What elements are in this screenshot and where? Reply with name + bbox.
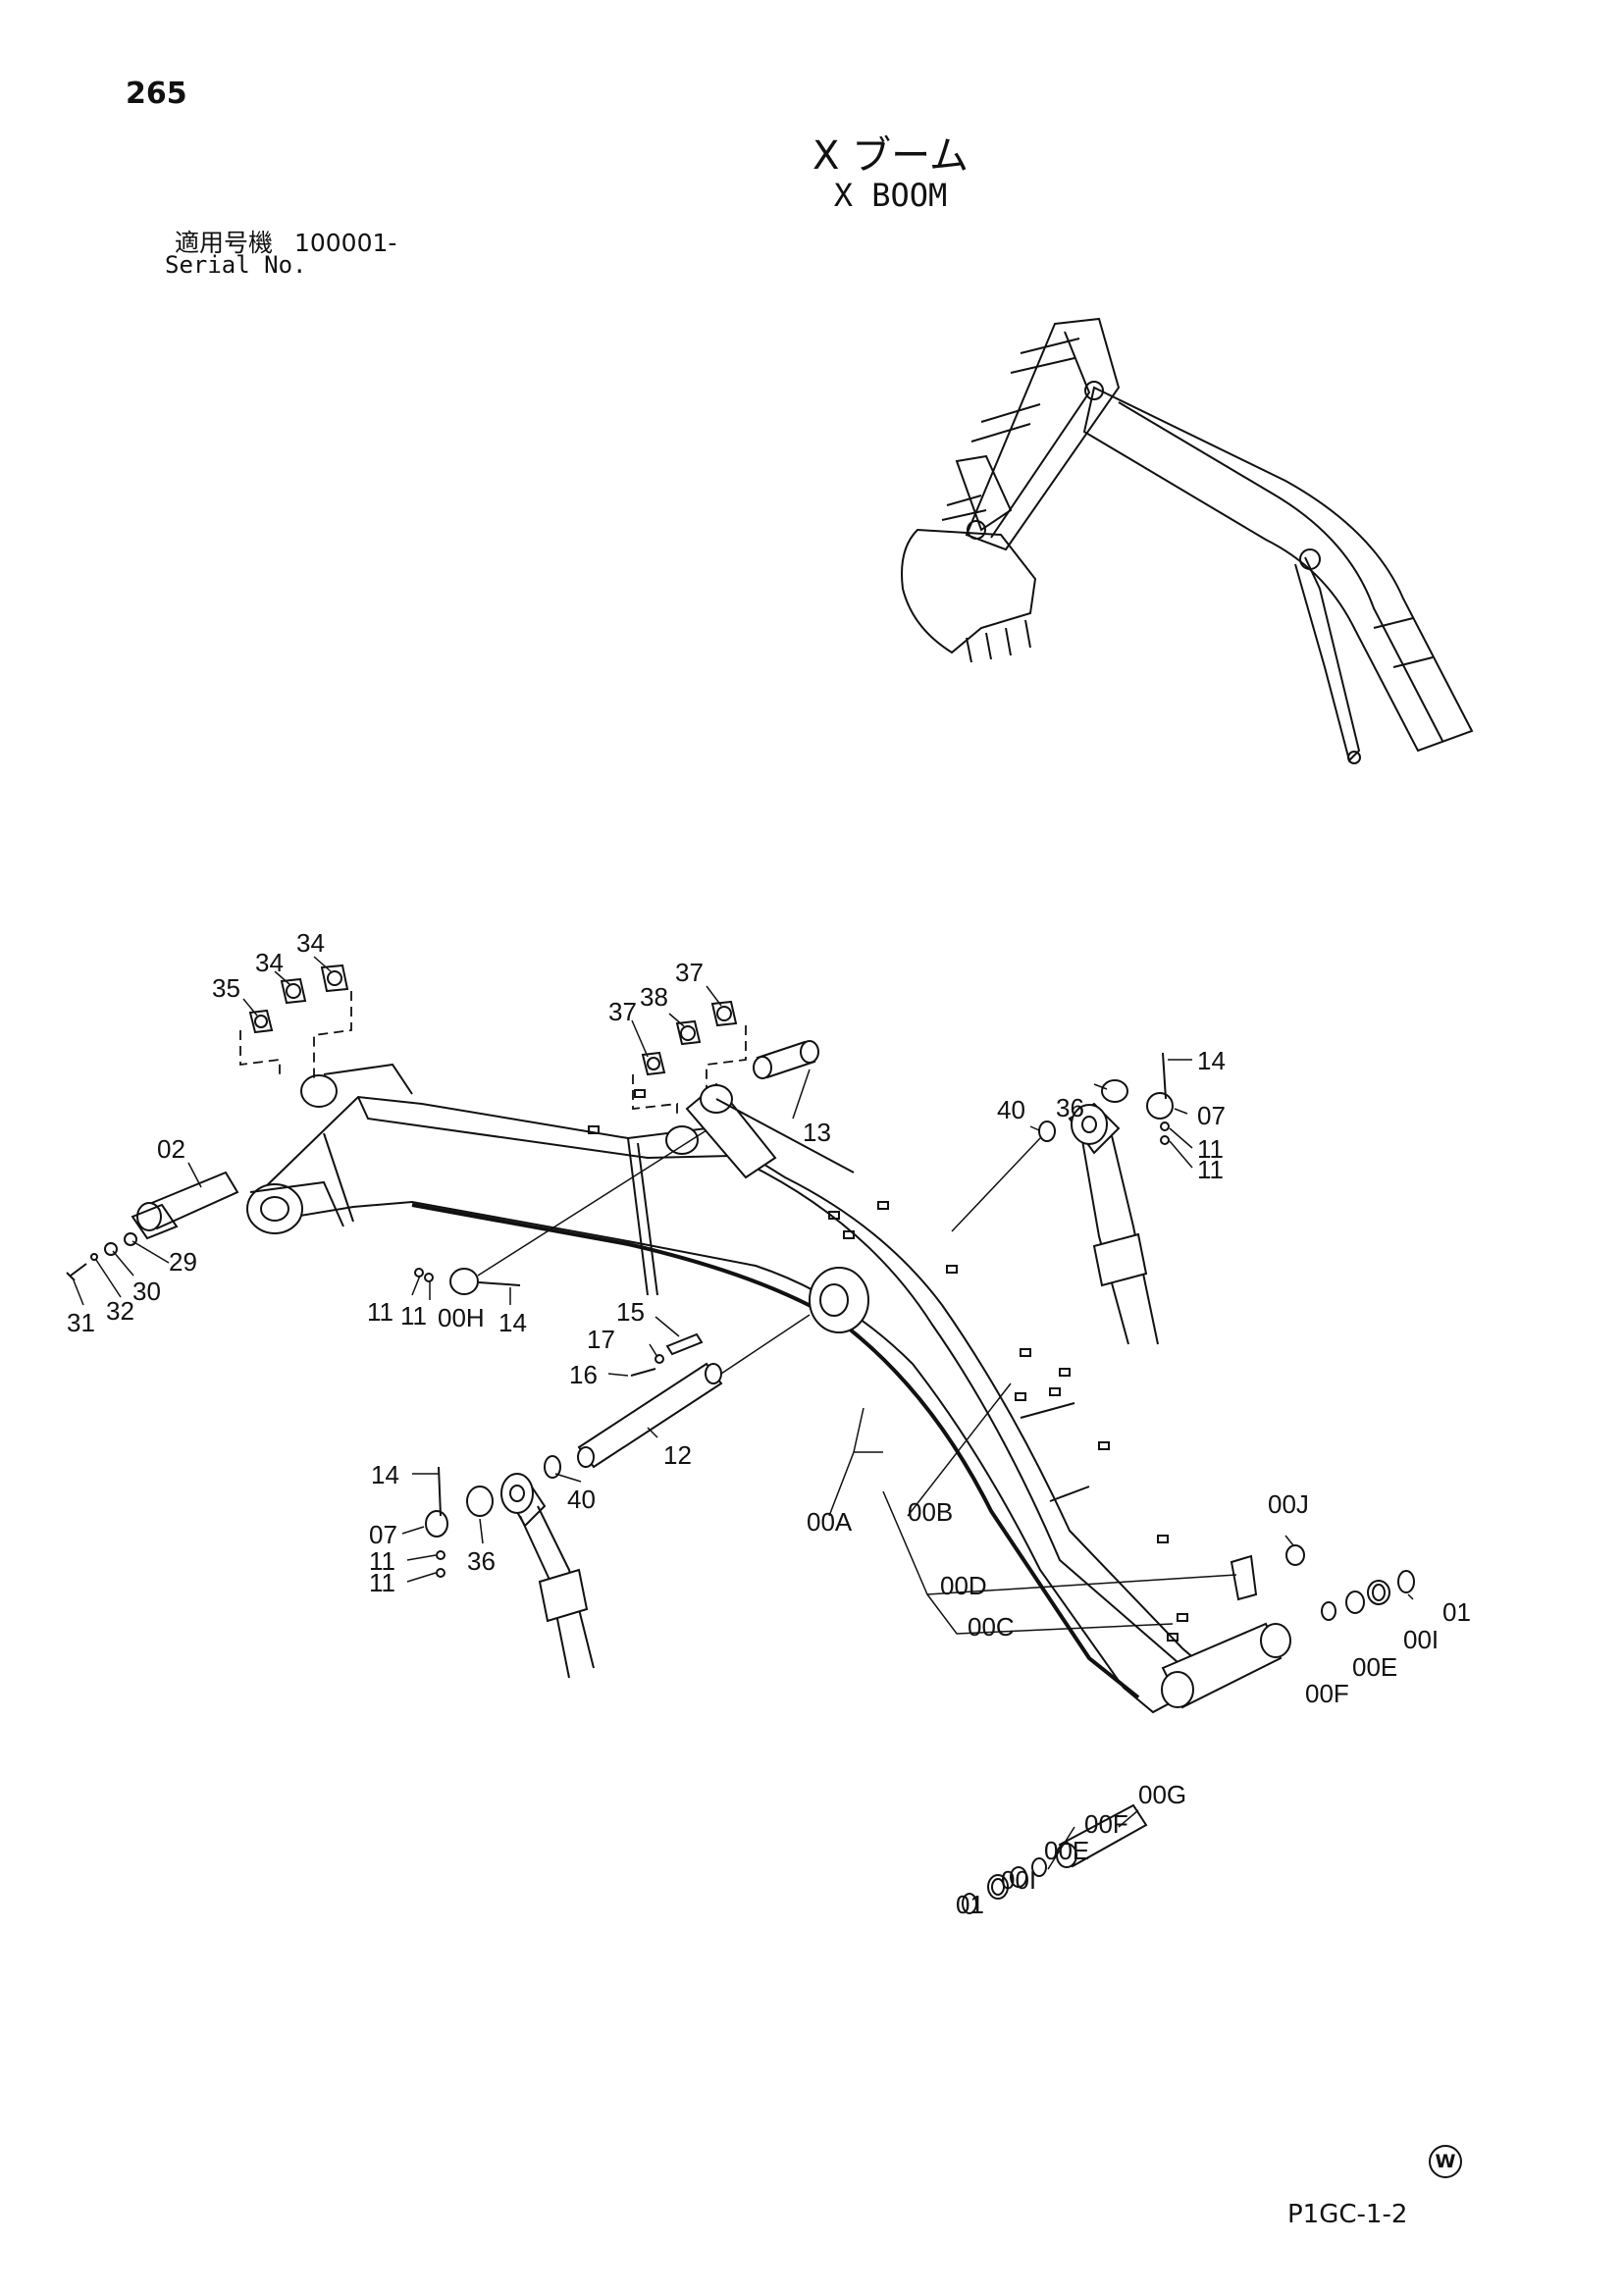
callout-12: 12 [663,1440,692,1470]
pins-and-parts [66,1040,1415,1914]
boom-structure [246,1063,1291,1714]
callout-36-b: 36 [467,1546,496,1576]
shim-plates [239,964,747,1119]
callout-38: 38 [640,982,668,1012]
callout-34-b: 34 [296,928,325,958]
callout-13: 13 [803,1118,831,1147]
callout-14-c: 14 [371,1460,399,1489]
document-code: P1GC-1-2 [1287,2200,1408,2229]
callout-00A: 00A [807,1507,853,1537]
callout-11-d: 11 [400,1301,427,1330]
callout-35: 35 [212,973,240,1003]
callout-36-a: 36 [1056,1093,1084,1122]
callout-00J: 00J [1268,1489,1309,1519]
callout-29: 29 [169,1247,197,1277]
callout-16: 16 [569,1360,598,1389]
callout-40-b: 40 [567,1485,596,1514]
serial-label-en: Serial No. [165,251,307,279]
callout-00C: 00C [968,1612,1015,1642]
callout-14-b: 14 [498,1308,527,1337]
callout-30: 30 [132,1277,161,1306]
callout-00D: 00D [940,1571,987,1600]
callout-15: 15 [616,1297,645,1327]
callout-02: 02 [157,1134,185,1164]
callout-11-b: 11 [1197,1155,1224,1184]
callout-00H: 00H [438,1303,485,1332]
serial-value: 100001- [293,229,397,257]
excavator-overview-illustration [901,317,1474,764]
callout-01-a: 01 [1442,1597,1471,1627]
callout-32: 32 [106,1296,134,1326]
callout-11-e: 11 [369,1546,395,1576]
callout-14-a: 14 [1197,1046,1226,1075]
serial-label-jp: 適用号機 100001- [175,224,396,259]
callout-11-c: 11 [367,1297,393,1327]
page-title-en: X BOOM [833,177,948,214]
callout-34-a: 34 [255,948,284,977]
callout-07-b: 07 [369,1520,397,1549]
callout-11-f: 11 [369,1568,395,1597]
callout-31: 31 [67,1308,95,1337]
callout-00G: 00G [1138,1780,1186,1809]
leader-lines [73,956,1414,1870]
page-title-jp: X ブーム [812,133,969,179]
callout-labels: 02 29 30 32 31 35 34 34 37 38 37 13 14 0… [67,928,1471,1919]
callout-37-a: 37 [608,997,637,1026]
callout-40-a: 40 [997,1095,1025,1124]
callout-00F-a: 00F [1305,1679,1349,1708]
callout-00E-a: 00E [1352,1652,1397,1682]
callout-01-b: 01 [956,1890,984,1919]
callout-17: 17 [587,1325,615,1354]
callout-07-a: 07 [1197,1101,1226,1130]
callout-00I-a: 00I [1403,1625,1439,1654]
callout-11-a: 11 [1197,1134,1224,1164]
watermark-badge: W [1429,2145,1462,2178]
callout-00B: 00B [908,1497,953,1527]
page-number: 265 [126,77,187,111]
callout-37-b: 37 [675,958,704,987]
callout-00I-b: 00I [1001,1865,1036,1895]
callout-00E-b: 00E [1044,1836,1089,1865]
callout-00F-b: 00F [1084,1809,1128,1839]
serial-label-jp-text: 適用号機 [175,229,274,257]
